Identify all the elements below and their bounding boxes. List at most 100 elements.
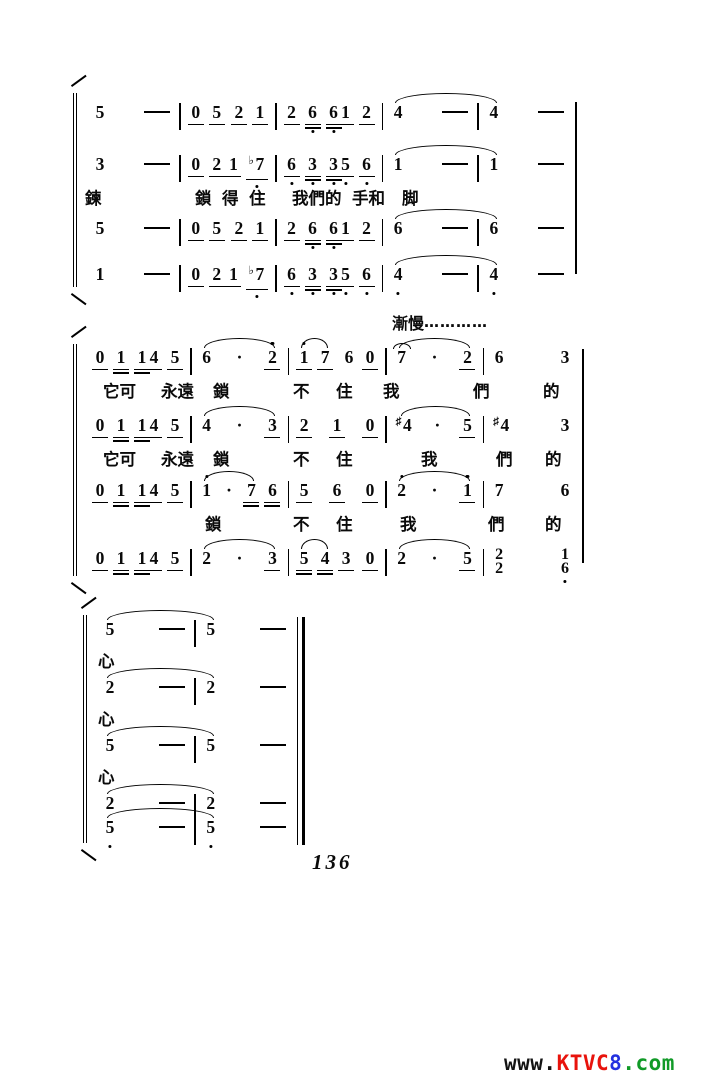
- barline: [381, 265, 384, 292]
- note-digit: 1: [137, 548, 147, 568]
- note-digit: 5: [170, 480, 180, 500]
- note-number: 5: [205, 619, 217, 639]
- bracket-slash: [80, 596, 97, 609]
- beam-underline: [134, 505, 150, 507]
- note-number: 1: [113, 347, 129, 374]
- note-digit: 4: [149, 480, 159, 500]
- duration-dash: [260, 744, 286, 747]
- beat-group: [442, 264, 469, 284]
- beam-underline: [113, 440, 129, 442]
- note-number: 5: [296, 548, 313, 575]
- octave-dot-below: [108, 844, 112, 848]
- measure: 1: [383, 154, 477, 174]
- beam-underline: [134, 440, 150, 442]
- beam-underline: [243, 505, 260, 507]
- lyric-word: 不: [293, 382, 310, 401]
- measure: 5: [85, 218, 179, 238]
- beat-group: 3: [559, 347, 571, 367]
- measure: 2: [95, 677, 194, 697]
- watermark-segment: www.: [504, 1051, 557, 1075]
- note-digit: 4: [489, 264, 499, 284]
- note-digit: 5: [212, 218, 222, 238]
- note-number: 0: [362, 347, 378, 370]
- beat-group: [260, 817, 286, 837]
- duration-dash: [144, 111, 171, 114]
- note-number: 2: [358, 102, 375, 125]
- octave-dot-above: [302, 342, 306, 346]
- note-digit: 3: [308, 154, 317, 174]
- beam-underline: [134, 573, 150, 575]
- beat-group: 6: [201, 347, 213, 367]
- note-digit: 0: [365, 347, 375, 367]
- barline: [179, 265, 181, 292]
- duration-dash: [538, 227, 564, 230]
- note-digit: 4: [500, 415, 510, 435]
- measure: 5: [95, 619, 194, 639]
- note-digit: 6: [287, 264, 296, 284]
- page-number: 136: [312, 850, 353, 874]
- beat-group: [260, 619, 286, 639]
- beat-group: 6: [559, 480, 571, 500]
- tempo-label: 漸慢: [392, 314, 425, 333]
- measure: 6: [479, 218, 573, 238]
- beat-group: 2: [296, 415, 313, 438]
- note-digit: 0: [95, 480, 105, 500]
- beam-underline: [283, 123, 300, 125]
- note-digit: 6: [561, 560, 569, 577]
- note-digit: 0: [191, 154, 201, 174]
- beam-underline: [187, 123, 204, 125]
- octave-dot-below: [310, 129, 315, 133]
- note-digit: 2: [206, 793, 216, 813]
- duration-dash: [260, 802, 286, 805]
- lyric-word: 的: [543, 382, 560, 401]
- note-number: 3: [94, 154, 106, 174]
- lyric-word: 們: [496, 450, 513, 469]
- note-number: 4: [392, 102, 404, 122]
- octave-dot-above: [270, 342, 275, 346]
- beat-group: 6: [493, 347, 505, 367]
- note-number: 6: [343, 347, 355, 367]
- duration-dash: [538, 273, 564, 276]
- note-digit: 1: [341, 102, 350, 122]
- note-digit: 3: [95, 154, 105, 174]
- note-digit: 2: [212, 154, 222, 174]
- beam-underline: [362, 368, 378, 370]
- lyric-line: 心: [95, 648, 295, 671]
- note-number: 7: [317, 347, 334, 370]
- note-number: 5: [94, 218, 106, 238]
- beat-group: ·: [237, 347, 243, 367]
- lyric-word: 鎖: [195, 189, 212, 208]
- beam-underline: [225, 175, 242, 177]
- beam-underline: [251, 123, 268, 125]
- bracket-slash: [70, 74, 87, 87]
- octave-dot-below: [310, 291, 315, 295]
- beat-group: [159, 619, 186, 639]
- beam-underline: [337, 285, 354, 287]
- octave-dot-below: [343, 181, 348, 185]
- beam-underline: [208, 285, 225, 287]
- barline: [194, 678, 196, 705]
- note-number: 3: [338, 548, 355, 571]
- beam-underline: [230, 239, 247, 241]
- beam-underline: [264, 368, 281, 370]
- beat-group: 6: [392, 218, 404, 238]
- beam-underline: [304, 179, 321, 181]
- note-digit: 1: [116, 480, 126, 500]
- note-number: 0: [362, 548, 378, 571]
- beam-underline: [113, 505, 129, 507]
- lyric-word: 鎖: [205, 515, 222, 534]
- octave-dot-below: [310, 245, 315, 249]
- note-digit: 4: [393, 102, 403, 122]
- duration-dash: [159, 628, 186, 631]
- note-number: 5: [208, 218, 225, 241]
- measure: ♯4·5: [387, 415, 483, 438]
